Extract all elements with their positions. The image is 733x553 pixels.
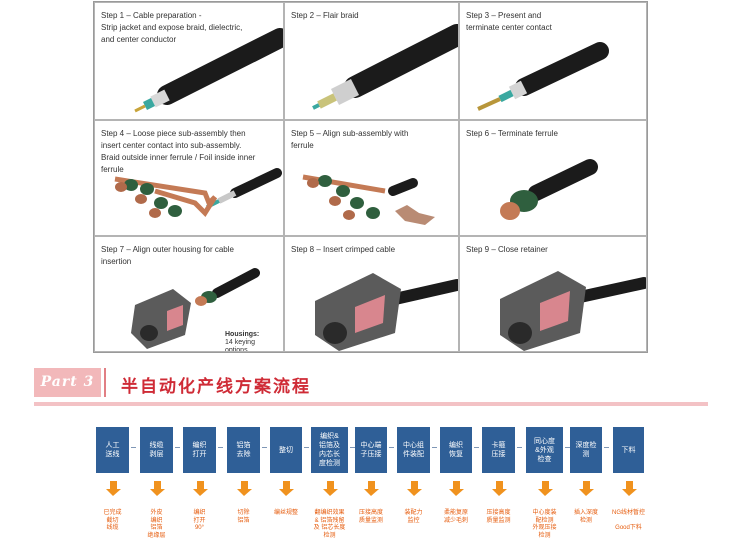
housing-note-title: Housings: [225,331,260,338]
process-step-label: 铝箔 去除 [236,442,251,458]
closed-retainer-illustration [500,271,646,351]
process-step-label: 卡箍 压接 [491,442,506,458]
process-step-2: 线缆 剥层 [140,427,173,473]
cable-stripped-illustration [134,28,283,113]
step-7-caption: Step 7 – Align outer housing for cable i… [101,245,234,266]
process-step-11: 同心度 &外观 检查 [526,427,563,473]
aligned-sub-assembly-illustration [302,174,435,225]
process-step-5: 整切 [270,427,302,473]
housing-note: Housings: 14 keying options [225,331,260,352]
process-step-label: 线缆 剥层 [149,442,164,458]
section-rule [34,402,708,406]
process-step-3: 编织 打开 [183,427,216,473]
step-3-panel: Step 3 – Present and terminate center co… [459,2,647,120]
process-step-result: 外皮 编织 铝箔 绝缘层 [147,510,166,539]
process-step-10: 卡箍 压接 [482,427,515,473]
process-step-label: 编织 打开 [192,442,207,458]
assembly-steps-grid: Step 1 – Cable preparation - Strip jacke… [93,1,648,353]
flared-braid-illustration [312,24,458,110]
process-step-1: 人工 送线 [96,427,129,473]
flow-connector [432,447,437,448]
process-step-result: 压接高度 质量监测 [358,510,383,524]
step-5-panel: Step 5 – Align sub-assembly with ferrule [284,120,459,236]
flow-connector [565,447,570,448]
part-label-box: Part 3 [34,368,101,397]
process-step-13: 下料 [613,427,644,473]
step-5-caption: Step 5 – Align sub-assembly with ferrule [291,129,409,150]
process-step-7: 中心端 子压接 [355,427,387,473]
process-step-result: 插入深度 检测 [573,510,598,524]
process-step-label: 深度检 测 [575,442,597,458]
step-8-caption: Step 8 – Insert crimped cable [291,245,396,254]
process-step-4: 铝箔 去除 [227,427,260,473]
process-step-12: 深度检 测 [570,427,602,473]
process-step-result: 柔能复原 减少毛刺 [443,510,468,524]
housing-note-line1: 14 keying [225,339,255,346]
flow-connector [389,447,394,448]
housing-note-line2: options [225,347,248,352]
process-step-6: 编织& 铝箔及 内芯长 度检测 [311,427,348,473]
step-1-caption: Step 1 – Cable preparation - Strip jacke… [101,11,243,44]
process-step-9: 编织 恢复 [440,427,472,473]
process-step-result: 装配力 监控 [404,510,423,524]
part-label: Part 3 [40,374,95,390]
process-step-label: 中心组 件装配 [403,442,424,458]
part-title: 半自动化产线方案流程 [121,377,311,397]
housing-alignment-illustration [131,268,260,349]
step-1-panel: Step 1 – Cable preparation - Strip jacke… [94,2,284,120]
step-8-panel: Step 8 – Insert crimped cable [284,236,459,352]
step-9-panel: Step 9 – Close retainer [459,236,647,352]
terminated-contact-illustration [477,42,609,111]
process-step-result: 编丝规整 [273,510,298,516]
flow-connector [175,447,180,448]
step-4-panel: Step 4 – Loose piece sub-assembly then i… [94,120,284,236]
inserted-cable-illustration [315,273,458,351]
process-step-label: 中心端 子压接 [360,442,382,458]
flow-connector [218,447,223,448]
flow-connector [262,447,267,448]
process-step-8: 中心组 件装配 [397,427,430,473]
step-6-caption: Step 6 – Terminate ferrule [466,129,558,138]
flow-connector [131,447,136,448]
part-divider [104,368,106,397]
flow-connector [517,447,522,448]
flow-connector [350,447,355,448]
step-3-caption: Step 3 – Present and terminate center co… [466,11,552,32]
process-step-label: 下料 [621,446,636,454]
flow-connector [304,447,309,448]
step-9-caption: Step 9 – Close retainer [466,245,548,254]
step-4-caption: Step 4 – Loose piece sub-assembly then i… [101,129,256,174]
process-step-result: 压接高度 质量监测 [486,510,511,524]
flow-connector [604,447,609,448]
process-step-result: 中心度装 配检测 外观压接 检测 [532,510,557,539]
terminated-ferrule-illustration [500,159,598,220]
step-2-caption: Step 2 – Flair braid [291,11,359,20]
step-7-panel: Step 7 – Align outer housing for cable i… [94,236,284,352]
process-step-result: 翻编织效果 & 铝箔残留 及 铝芯长度 检测 [313,510,346,539]
process-step-label: 编织 恢复 [449,442,463,458]
process-step-result: 编织 打开 90° [193,510,206,531]
process-step-result: NG线材暂控 Good下料 [611,510,645,531]
process-step-label: 同心度 &外观 检查 [534,437,555,463]
step-6-panel: Step 6 – Terminate ferrule [459,120,647,236]
step-2-panel: Step 2 – Flair braid [284,2,459,120]
process-step-label: 编织& 铝箔及 内芯长 度检测 [319,433,340,467]
process-step-result: 已完成 截切 线缆 [103,510,122,531]
process-step-result: 切除 铝箔 [237,510,250,524]
process-step-label: 整切 [279,446,293,454]
process-step-label: 人工 送线 [105,442,120,458]
flow-connector [474,447,479,448]
sub-assembly-parts-illustration [114,168,282,218]
